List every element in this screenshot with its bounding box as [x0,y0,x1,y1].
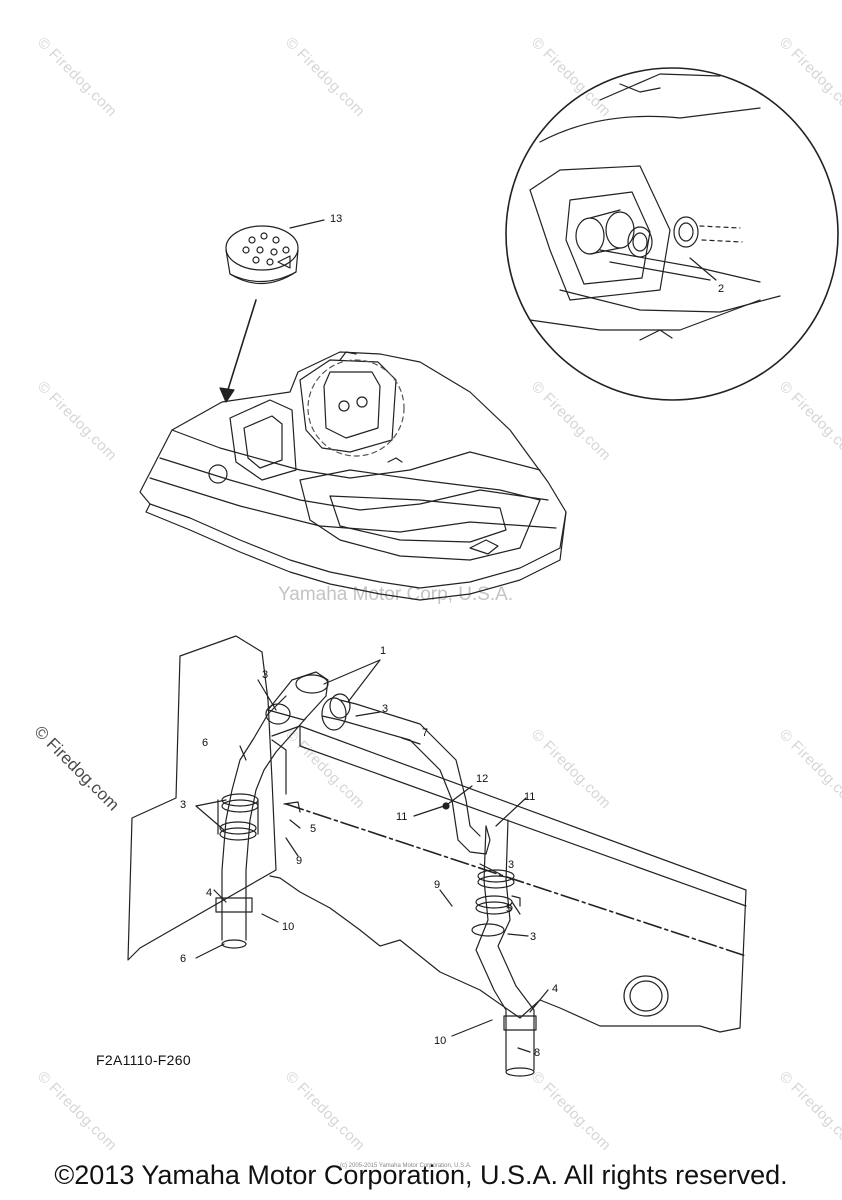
hull-deck-illustration [139,351,567,601]
callout-9: 9 [296,855,302,867]
callout-2: 2 [718,283,724,295]
figure-code: F2A1110-F260 [96,1052,191,1068]
callout-7: 7 [422,727,428,739]
callout-6: 6 [180,953,186,965]
callout-3: 3 [530,931,536,943]
detail-inset [505,67,839,401]
tiny-credit: (c) 2005-2015 Yamaha Motor Corporation, … [340,1163,472,1169]
callout-13: 13 [330,213,342,225]
callout-5: 5 [310,823,316,835]
callout-12: 12 [476,773,488,785]
callout-10: 10 [282,921,294,933]
copyright-footer: ©2013 Yamaha Motor Corporation, U.S.A. A… [54,1160,788,1190]
part-13-vent-cap [225,225,299,285]
callout-3: 3 [382,703,388,715]
left-panel [127,635,277,961]
callout-5: 5 [506,903,512,915]
callout-1: 1 [380,645,386,657]
right-hose-assembly [321,693,537,1077]
left-hose-assembly [215,671,329,949]
callout-10: 10 [434,1035,446,1047]
center-watermark: Yamaha Motor Corp, U.S.A. [278,584,514,605]
callout-11: 11 [396,811,407,823]
callout-4: 4 [206,887,212,899]
callout-labels: 13 2 1 3 3 7 6 12 11 11 3 5 9 3 9 4 5 10… [180,213,724,1059]
callout-4: 4 [552,983,558,995]
callout-3: 3 [508,859,514,871]
callout-9: 9 [434,879,440,891]
callout-6: 6 [202,737,208,749]
callout-8: 8 [534,1047,540,1059]
deck-beam [269,725,747,1033]
callout-11: 11 [524,791,535,803]
callout-3: 3 [180,799,186,811]
callout-3: 3 [262,669,268,681]
